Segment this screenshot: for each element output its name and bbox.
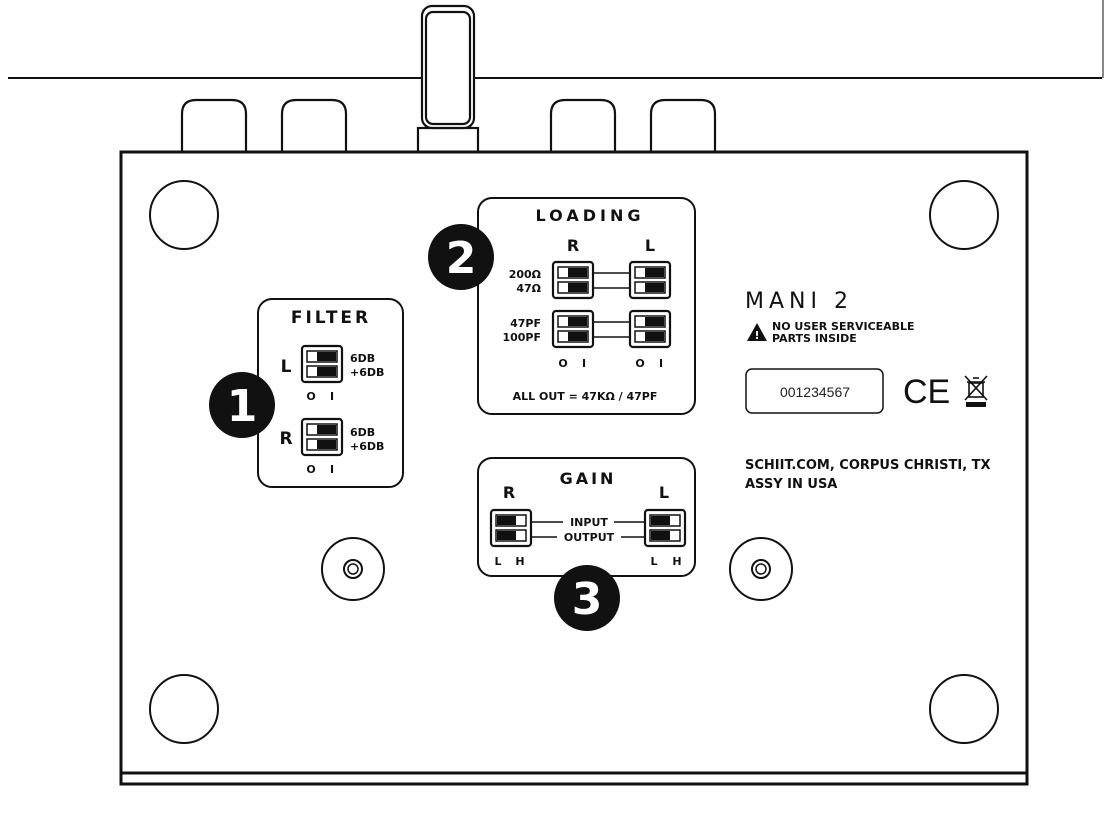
filter-channel-l: L [281, 357, 292, 377]
foot [149, 674, 219, 744]
foot [149, 180, 219, 250]
filter-title: FILTER [291, 308, 371, 328]
gain-col-l: L [659, 483, 669, 502]
warning-line2: PARTS INSIDE [772, 332, 857, 345]
filter-l-opt1: 6DB [350, 352, 375, 365]
filter-r-pos1: I [330, 463, 334, 476]
foot [929, 180, 999, 250]
loading-r-pos0: O [558, 357, 567, 370]
filter-l-pos0: O [306, 390, 315, 403]
filter-r-pos0: O [306, 463, 315, 476]
warning-line1: NO USER SERVICEABLE [772, 320, 915, 333]
rca-jack [549, 98, 617, 152]
warning-mark: ! [754, 329, 759, 342]
maker-line2: ASSY IN USA [745, 477, 837, 492]
filter-l-pos1: I [330, 390, 334, 403]
maker-line1: SCHIIT.COM, CORPUS CHRISTI, TX [745, 458, 991, 473]
gain-l-dip-switch[interactable] [643, 508, 687, 548]
gain-r-dip-switch[interactable] [489, 508, 533, 548]
serial-number: 001234567 [780, 384, 850, 400]
rear-jacks [180, 4, 717, 154]
ground-post-inner [424, 10, 472, 126]
gain-l-low: L [650, 555, 657, 568]
loading-l-capacitance-dip-switch[interactable] [628, 309, 672, 349]
filter-r-opt1: 6DB [350, 426, 375, 439]
rca-jack [180, 98, 248, 152]
loading-l-pos0: O [635, 357, 644, 370]
callout-1-number: 1 [227, 381, 258, 432]
callout-2-badge [428, 224, 494, 290]
product-name: MANI 2 [745, 289, 853, 314]
loading-row2-bottom: 100PF [502, 331, 541, 344]
loading-row2-top: 47PF [510, 317, 541, 330]
gain-connector-lines [532, 521, 645, 538]
serial-box [745, 368, 884, 414]
loading-col-r: R [567, 236, 579, 255]
loading-connector-lines [593, 272, 630, 338]
post-base [416, 126, 480, 154]
filter-r-dip-switch[interactable] [300, 417, 344, 457]
ce-mark: CE [903, 373, 950, 411]
feet [149, 180, 999, 744]
callout-2-number: 2 [446, 233, 477, 284]
loading-r-capacitance-dip-switch[interactable] [551, 309, 595, 349]
loading-row1-top: 200Ω [509, 268, 542, 281]
callout-2: 2 [428, 224, 494, 290]
weee-bin-icon [964, 375, 988, 407]
filter-panel: FILTER L R 6DB +6DB O I 6DB +6DB O I [257, 298, 404, 488]
gain-r-low: L [494, 555, 501, 568]
loading-panel-frame [477, 197, 696, 415]
callout-1: 1 [209, 372, 275, 438]
screw-head [751, 559, 771, 579]
gain-panel: GAIN R L INPUT OUTPUT L H L H [477, 457, 696, 577]
filter-channel-r: R [279, 429, 292, 449]
screw [729, 537, 793, 601]
screw-head [343, 559, 363, 579]
loading-panel: LOADING R L 200Ω 47Ω 47PF 100PF [477, 197, 696, 415]
foot [929, 674, 999, 744]
loading-col-l: L [645, 236, 655, 255]
filter-r-opt2: +6DB [350, 440, 384, 453]
loading-r-pos1: I [582, 357, 586, 370]
loading-l-resistance-dip-switch[interactable] [628, 260, 672, 300]
gain-title: GAIN [560, 469, 617, 488]
gain-l-high: H [672, 555, 681, 568]
loading-row1-bottom: 47Ω [516, 282, 541, 295]
filter-l-opt2: +6DB [350, 366, 384, 379]
loading-r-resistance-dip-switch[interactable] [551, 260, 595, 300]
callout-3: 3 [554, 565, 620, 631]
loading-title: LOADING [536, 206, 645, 225]
callout-3-badge [554, 565, 620, 631]
warning-icon: ! [747, 323, 767, 342]
filter-l-dip-switch[interactable] [300, 344, 344, 384]
gain-col-r: R [503, 483, 515, 502]
screws [321, 537, 793, 601]
callout-3-number: 3 [572, 574, 603, 625]
gain-input-label: INPUT [570, 516, 608, 529]
rca-jack [280, 98, 348, 152]
screw [321, 537, 385, 601]
gain-r-high: H [515, 555, 524, 568]
gain-output-label: OUTPUT [564, 531, 615, 544]
rca-jack [649, 98, 717, 152]
loading-l-pos1: I [659, 357, 663, 370]
callout-1-badge [209, 372, 275, 438]
loading-footer: ALL OUT = 47KΩ / 47PF [513, 390, 658, 403]
